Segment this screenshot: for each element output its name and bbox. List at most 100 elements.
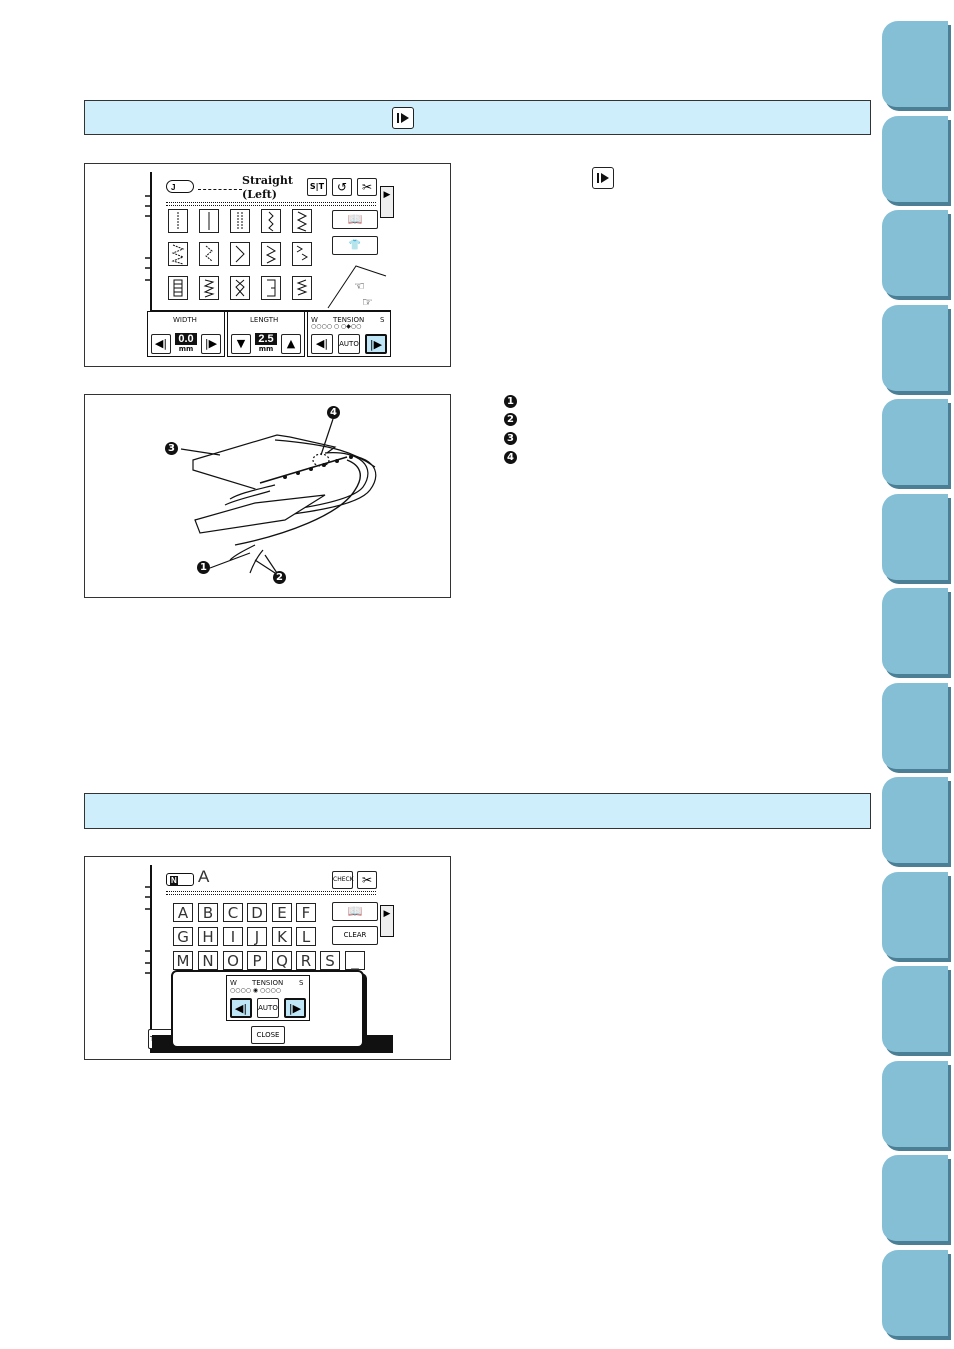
width-value: 0.0 mm [175,333,197,353]
stitch-category-button[interactable]: 👕 [332,236,378,255]
stitch-option[interactable] [168,242,188,266]
tension-s-label: S [380,316,385,324]
stitch-option[interactable] [261,242,281,266]
tension-decrease-button[interactable]: ◀| [311,334,333,354]
length-label: LENGTH [250,316,279,324]
legend-item-2: 2 [504,413,517,426]
tension-scale: ○○○○ ○ ○◆○○ [311,323,362,330]
stitch-option[interactable] [261,276,281,300]
side-tab[interactable] [882,399,948,485]
key[interactable]: L [296,927,316,946]
scissors-icon[interactable]: ✂ [357,871,377,889]
fabric-diagram [180,418,377,574]
stitch-option[interactable] [168,276,188,300]
side-tab[interactable] [882,494,948,580]
key[interactable]: I [223,927,243,946]
presser-foot-indicator: N [166,873,194,886]
check-button[interactable]: CHECK [332,871,354,889]
stitch-option[interactable] [199,242,219,266]
key[interactable]: D [247,903,267,922]
help-book-button[interactable]: 📖 [332,902,378,921]
legend-item-1: 1 [504,395,517,408]
tension-auto-button[interactable]: AUTO [257,998,279,1018]
stitch-option[interactable] [168,209,188,233]
tension-scale: ○○○○ ◉ ○○○○ [230,987,281,994]
legend-item-3: 3 [504,432,517,445]
tension-decrease-button[interactable]: ◀| [230,998,252,1018]
key[interactable]: K [272,927,292,946]
stitch-option[interactable] [230,209,250,233]
tension-increase-button[interactable]: |▶ [284,998,306,1018]
length-value: 2.5 mm [255,333,277,353]
key[interactable]: G [173,927,193,946]
side-tab[interactable] [882,966,948,1052]
key[interactable]: N [198,951,218,970]
stitch-option[interactable] [292,209,312,233]
clear-button[interactable]: CLEAR [332,926,378,945]
key[interactable]: O [223,951,243,970]
lcd-panel: J Straight (Left) S|T ↺ ✂ [150,172,394,312]
page-arrow-right-icon[interactable]: ▶ [380,186,394,218]
start-stop-button[interactable]: S|T [307,178,327,196]
side-tab[interactable] [882,1061,948,1147]
width-decrease-button[interactable]: ◀| [151,334,171,354]
tension-w-label: W [311,316,318,324]
stitch-option[interactable] [292,242,312,266]
page-curl-icon[interactable]: ☜ ☞ [326,264,392,310]
stitch-option[interactable] [230,276,250,300]
page-arrow-right-icon[interactable]: ▶ [380,905,394,937]
length-control: LENGTH ▼ 2.5 mm ▲ [227,311,305,357]
tension-s-label: S [299,979,304,987]
stitch-option[interactable] [199,276,219,300]
side-tab[interactable] [882,683,948,769]
side-tab[interactable] [882,305,948,391]
key[interactable]: A [173,903,193,922]
play-right-icon [592,167,614,189]
key[interactable]: C [223,903,243,922]
tension-auto-button[interactable]: AUTO [338,334,360,354]
length-decrease-button[interactable]: ▼ [231,334,251,354]
key[interactable]: S [320,951,340,970]
stitch-name: Straight (Left) [242,174,293,201]
section-header-bar [84,100,871,135]
side-tab[interactable] [882,210,948,296]
tension-label: TENSION [252,979,284,987]
screen-figure-1: J Straight (Left) S|T ↺ ✂ [84,163,451,367]
stitch-option[interactable] [292,276,312,300]
callout-2: 2 [273,571,286,584]
side-tab[interactable] [882,21,948,107]
stitch-option[interactable] [230,242,250,266]
callout-3: 3 [165,442,178,455]
width-control: WIDTH ◀| 0.0 mm |▶ [147,311,225,357]
reverse-button[interactable]: ↺ [332,178,352,196]
key[interactable]: B [198,903,218,922]
key[interactable]: H [198,927,218,946]
key[interactable]: J [247,927,267,946]
side-tab[interactable] [882,116,948,202]
key[interactable]: P [247,951,267,970]
callout-4: 4 [327,406,340,419]
side-tab[interactable] [882,1155,948,1241]
key[interactable]: E [272,903,292,922]
key[interactable]: M [173,951,193,970]
tension-increase-button[interactable]: |▶ [365,334,387,354]
screen-figure-2: N A CHECK ✂ A B C D E F G H I J K L M N … [84,856,451,1060]
side-tab[interactable] [882,872,948,958]
stitch-option[interactable] [261,209,281,233]
tension-label: TENSION [333,316,365,324]
tension-w-label: W [230,979,237,987]
close-button[interactable]: CLOSE [251,1026,285,1044]
callout-1: 1 [197,561,210,574]
length-increase-button[interactable]: ▲ [281,334,301,354]
key[interactable]: Q [272,951,292,970]
key[interactable]: F [296,903,316,922]
side-tab[interactable] [882,1250,948,1336]
scissors-icon[interactable]: ✂ [357,178,377,196]
key[interactable]: R [296,951,316,970]
key[interactable]: _ [345,951,365,970]
help-book-button[interactable]: 📖 [332,210,378,229]
side-tab[interactable] [882,777,948,863]
side-tab[interactable] [882,588,948,674]
width-increase-button[interactable]: |▶ [201,334,221,354]
stitch-option[interactable] [199,209,219,233]
